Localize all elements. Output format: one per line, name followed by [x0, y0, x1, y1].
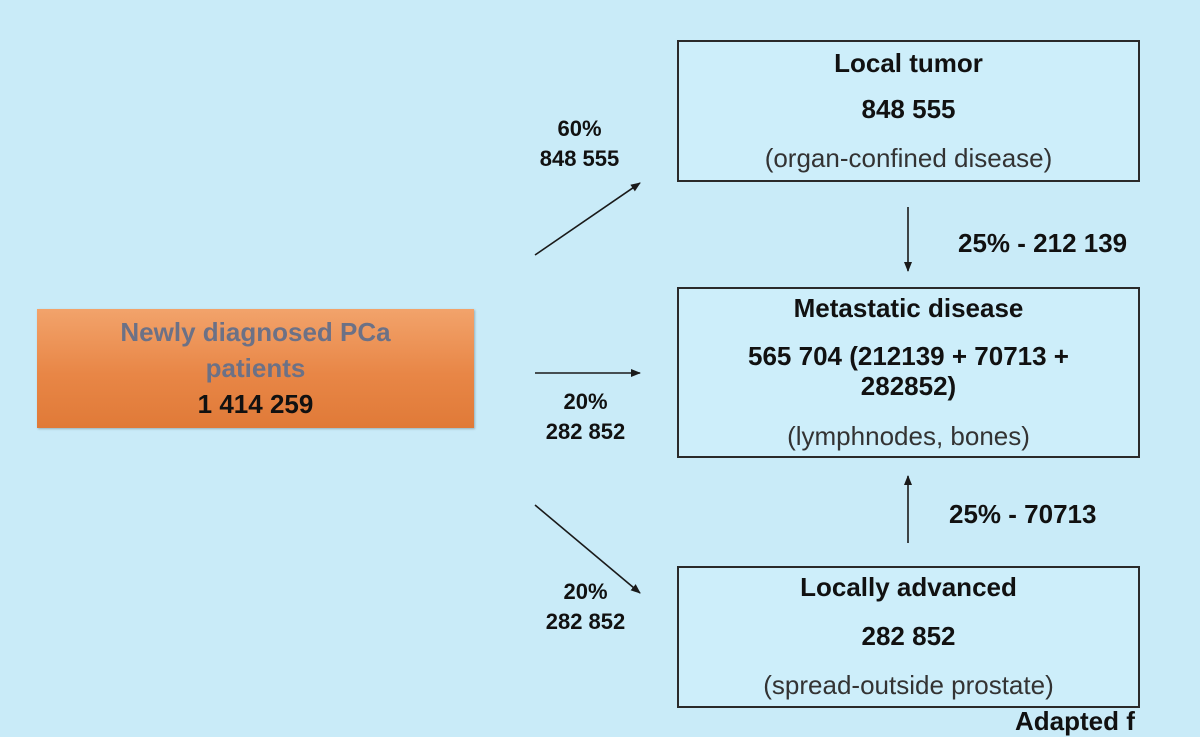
source-note-partial: Adapted f — [1015, 706, 1135, 736]
flow-label-to-local: 60% 848 555 — [527, 114, 632, 174]
metastatic-title: Metastatic disease — [793, 293, 1024, 323]
flow-metastatic-count: 282 852 — [545, 419, 626, 444]
arrow-to-locally-advanced — [534, 504, 641, 594]
flow-local-percent: 60% — [557, 116, 602, 141]
metastatic-count: 565 704 (212139 + 70713 + 282852) — [748, 341, 1069, 401]
local-tumor-count: 848 555 — [861, 94, 956, 124]
flow-local-count: 848 555 — [539, 146, 620, 171]
local-tumor-box: Local tumor 848 555 (organ-confined dise… — [677, 40, 1140, 182]
locally-advanced-box: Locally advanced 282 852 (spread-outside… — [677, 566, 1140, 708]
locally-advanced-count: 282 852 — [861, 621, 956, 651]
source-count: 1 414 259 — [197, 389, 314, 419]
locally-advanced-title: Locally advanced — [800, 572, 1017, 602]
locally-advanced-description: (spread-outside prostate) — [763, 670, 1054, 700]
flow-advanced-percent: 20% — [563, 579, 608, 604]
source-label-line2: patients — [205, 353, 306, 383]
local-tumor-description: (organ-confined disease) — [764, 143, 1053, 173]
flow-advanced-count: 282 852 — [545, 609, 626, 634]
newly-diagnosed-box: Newly diagnosed PCa patients 1 414 259 — [37, 309, 474, 428]
flow-label-local-to-metastatic: 25% - 212 139 — [958, 228, 1128, 258]
arrow-to-local-tumor — [534, 182, 641, 256]
flow-metastatic-percent: 20% — [563, 389, 608, 414]
flow-label-to-metastatic: 20% 282 852 — [533, 387, 638, 447]
flow-label-to-advanced: 20% 282 852 — [533, 577, 638, 637]
metastatic-description: (lymphnodes, bones) — [787, 421, 1030, 451]
flow-label-advanced-to-metastatic: 25% - 70713 — [949, 499, 1097, 529]
local-tumor-title: Local tumor — [834, 48, 983, 78]
source-label-line1: Newly diagnosed PCa — [120, 317, 391, 347]
flow-arrows — [534, 182, 912, 594]
metastatic-disease-box: Metastatic disease 565 704 (212139 + 707… — [677, 287, 1140, 458]
